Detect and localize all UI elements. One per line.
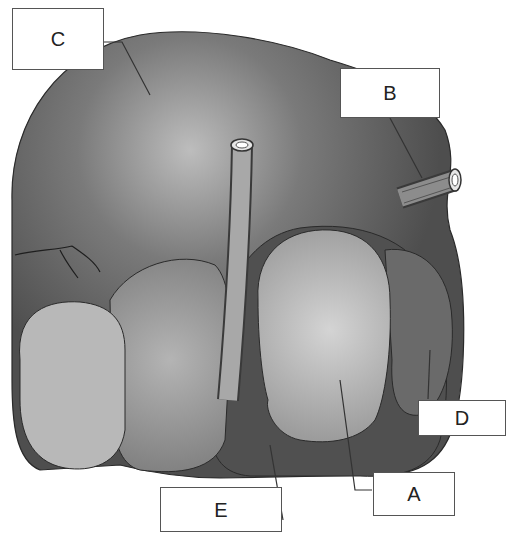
part-letter: C [51, 28, 65, 50]
part-letter: E [214, 499, 227, 521]
part-letter: D [455, 407, 469, 429]
label-box: A [373, 472, 455, 516]
label-box: C [12, 8, 104, 70]
heart-body [12, 32, 464, 478]
label-box: D [418, 400, 506, 436]
part-letter: A [407, 483, 420, 505]
label-box: E [160, 487, 282, 532]
label-box: B [340, 68, 440, 118]
blood-vessel [228, 139, 461, 400]
part-letter: B [383, 82, 396, 104]
